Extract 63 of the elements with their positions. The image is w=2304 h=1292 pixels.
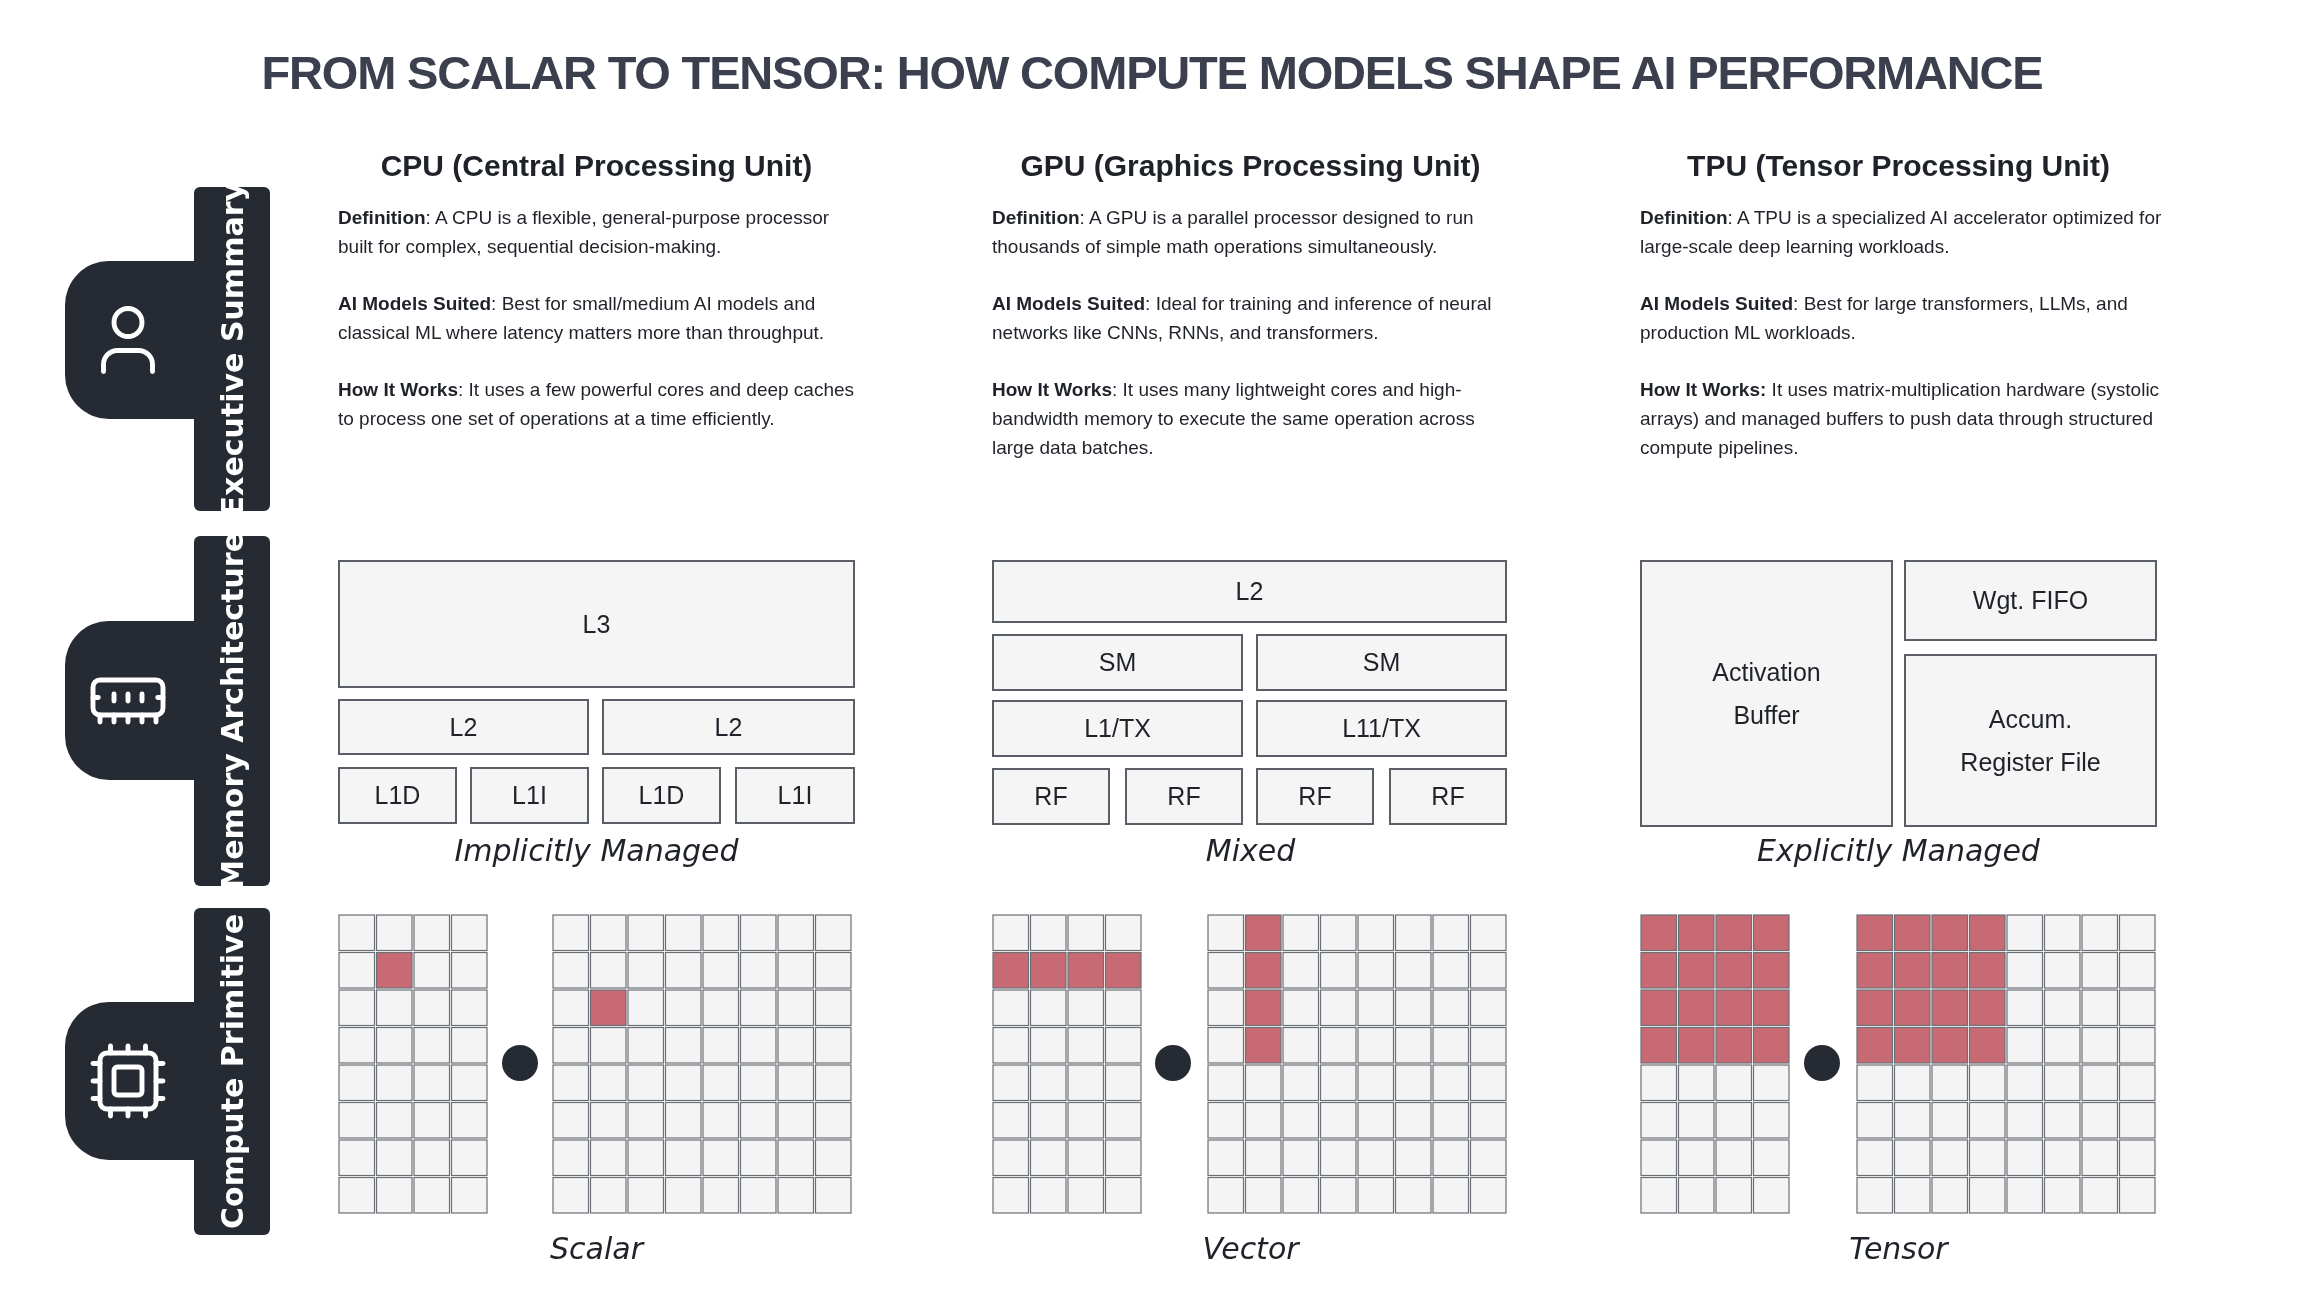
row-tab: [194, 908, 270, 1235]
memory-label: RF: [1431, 781, 1465, 813]
memory-block: [1256, 768, 1374, 825]
description-paragraph: How It Works: It uses a few powerful cores and deep caches to process one set of operations at a time efficiently.: [338, 378, 856, 431]
memory-label: RF: [1298, 781, 1332, 813]
memory-label: Wgt. FIFO: [1972, 585, 2089, 617]
compute-caption: Vector: [1201, 1230, 1301, 1268]
description-paragraph: Definition: A GPU is a parallel processor designed to run thousands of simple math operations simultaneously.: [992, 206, 1475, 259]
row-tab: [194, 536, 270, 886]
memory-block: [992, 560, 1507, 623]
compute-caption: Tensor: [1848, 1230, 1950, 1268]
memory-block: [1125, 768, 1243, 825]
title: FROM SCALAR TO TENSOR: HOW COMPUTE MODELS SHAPE AI PERFORMANCE: [260, 45, 2044, 101]
memory-caption: Explicitly Managed: [1756, 832, 2041, 870]
row-heading: Executive Summary: [213, 181, 251, 517]
column-heading: GPU (Graphics Processing Unit): [1019, 148, 1482, 184]
memory-label: L2: [714, 711, 743, 743]
memory-label: Accum. Register File: [1959, 704, 2102, 778]
memory-label: L3: [582, 608, 611, 640]
description-paragraph: AI Models Suited: Best for small/medium AI models and classical ML where latency matters more than throughput.: [338, 292, 826, 345]
memory-block: [992, 768, 1110, 825]
memory-block: [1640, 560, 1893, 827]
column-heading: CPU (Central Processing Unit): [379, 148, 814, 184]
memory-block: [602, 767, 721, 824]
memory-block: [735, 767, 855, 824]
description-paragraph: How It Works: It uses matrix-multiplication hardware (systolic arrays) and managed buffers to push data through structured compute pipelines.: [1640, 378, 2161, 460]
memory-block: [992, 634, 1243, 691]
memory-label: SM: [1098, 647, 1137, 679]
description-paragraph: AI Models Suited: Ideal for training and inference of neural networks like CNNs, RNNs, and transformers.: [992, 292, 1493, 345]
memory-label: L2: [449, 711, 478, 743]
memory-label: L1D: [638, 780, 685, 812]
memory-block: [338, 560, 855, 688]
memory-label: L1I: [777, 780, 813, 812]
memory-caption: Mixed: [1204, 832, 1297, 870]
memory-label: Activation Buffer: [1711, 657, 1822, 731]
memory-label: L1I: [512, 780, 547, 812]
memory-block: [992, 700, 1243, 757]
memory-block: [1256, 700, 1507, 757]
memory-block: [1389, 768, 1507, 825]
description-paragraph: AI Models Suited: Best for large transformers, LLMs, and production ML workloads.: [1640, 292, 2129, 345]
row-tab: [194, 187, 270, 511]
memory-label: RF: [1167, 781, 1201, 813]
memory-label: SM: [1362, 647, 1401, 679]
memory-caption: Implicitly Managed: [453, 832, 740, 870]
memory-label: L11/TX: [1342, 713, 1421, 745]
memory-block: [338, 699, 589, 755]
memory-label: RF: [1034, 781, 1068, 813]
memory-block: [1904, 560, 2157, 641]
row-heading: Compute Primitive: [213, 914, 251, 1229]
memory-block: [602, 699, 855, 755]
memory-label: L1/TX: [1084, 713, 1151, 745]
description-paragraph: Definition: A CPU is a flexible, general-purpose processor built for complex, sequential decision-making.: [338, 206, 831, 259]
description-paragraph: How It Works: It uses many lightweight cores and high-bandwidth memory to execute the same operation across large data batches.: [992, 378, 1476, 460]
memory-block: [470, 767, 589, 824]
row-heading: Memory Architecture: [213, 532, 251, 890]
memory-label: L2: [1235, 576, 1264, 608]
column-heading: TPU (Tensor Processing Unit): [1686, 148, 2111, 184]
memory-block: [1904, 654, 2157, 827]
description-paragraph: Definition: A TPU is a specialized AI accelerator optimized for large-scale deep learning workloads.: [1640, 206, 2163, 259]
memory-block: [1256, 634, 1507, 691]
compute-caption: Scalar: [549, 1230, 646, 1268]
memory-block: [338, 767, 457, 824]
memory-label: L1D: [374, 780, 421, 812]
